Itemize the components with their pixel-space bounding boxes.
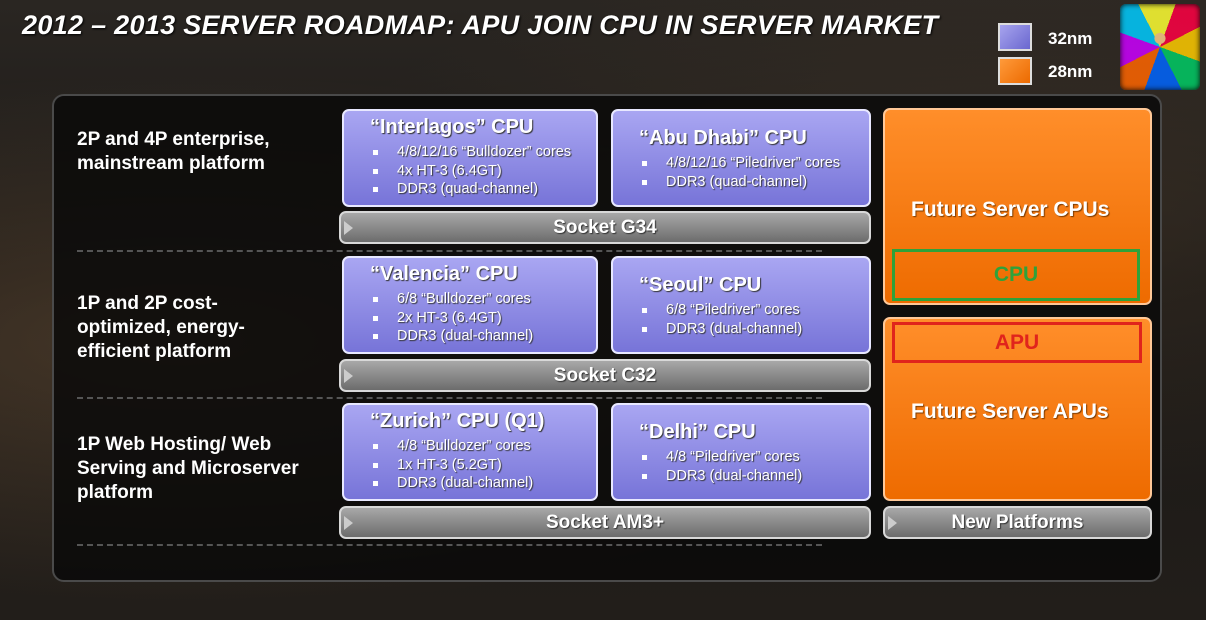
socket-label: Socket G34 bbox=[553, 217, 657, 238]
logo-icon bbox=[1120, 4, 1200, 90]
cpu-box-interlagos: “Interlagos” CPU 4/8/12/16 “Bulldozer” c… bbox=[342, 109, 598, 207]
cpu-spec-list: 4/8/12/16 “Piledriver” cores DDR3 (quad-… bbox=[641, 154, 857, 191]
future-server-cpus-label: Future Server CPUs bbox=[911, 198, 1110, 221]
row-label-line: mainstream platform bbox=[77, 153, 265, 174]
cpu-box-delhi: “Delhi” CPU 4/8 “Piledriver” cores DDR3 … bbox=[611, 403, 871, 501]
future-server-cpus-box bbox=[883, 108, 1152, 305]
legend-swatch-28nm bbox=[998, 57, 1032, 85]
future-server-apus-label: Future Server APUs bbox=[911, 400, 1109, 423]
row-label-line: Serving and Microserver bbox=[77, 458, 299, 479]
cpu-spec-list: 6/8 “Piledriver” cores DDR3 (dual-channe… bbox=[641, 301, 857, 338]
cpu-spec: 2x HT-3 (6.4GT) bbox=[372, 309, 584, 328]
cpu-highlight: CPU bbox=[892, 249, 1140, 301]
row-divider bbox=[77, 544, 822, 546]
arrow-right-icon bbox=[344, 516, 353, 530]
row-label-line: 1P and 2P cost- bbox=[77, 293, 218, 314]
socket-label: Socket C32 bbox=[553, 365, 657, 386]
row-label-line: efficient platform bbox=[77, 341, 232, 362]
socket-g34: Socket G34 bbox=[339, 211, 871, 244]
cpu-spec: 4/8/12/16 “Bulldozer” cores bbox=[372, 143, 584, 162]
arrow-right-icon bbox=[344, 221, 353, 235]
row-divider bbox=[77, 397, 822, 399]
future-server-apus-box bbox=[883, 317, 1152, 501]
slide-title: 2012 – 2013 SERVER ROADMAP: APU JOIN CPU… bbox=[22, 10, 939, 40]
cpu-box-zurich: “Zurich” CPU (Q1) 4/8 “Bulldozer” cores … bbox=[342, 403, 598, 501]
row-label-line: platform bbox=[77, 482, 153, 503]
row-label-cost-optimized: 1P and 2P cost- optimized, energy- effic… bbox=[77, 292, 337, 364]
cpu-name: “Abu Dhabi” CPU bbox=[639, 127, 807, 149]
cpu-spec: DDR3 (dual-channel) bbox=[372, 474, 584, 493]
legend-swatch-32nm bbox=[998, 23, 1032, 51]
cpu-box-abu-dhabi: “Abu Dhabi” CPU 4/8/12/16 “Piledriver” c… bbox=[611, 109, 871, 207]
cpu-spec: 4/8/12/16 “Piledriver” cores bbox=[641, 154, 857, 173]
socket-c32: Socket C32 bbox=[339, 359, 871, 392]
legend-label-32nm: 32nm bbox=[1048, 29, 1093, 48]
cpu-name: “Zurich” CPU (Q1) bbox=[370, 410, 545, 432]
new-platforms-label: New Platforms bbox=[951, 512, 1084, 533]
new-platforms-bar: New Platforms bbox=[883, 506, 1152, 539]
cpu-highlight-label: CPU bbox=[993, 263, 1039, 286]
cpu-spec: 6/8 “Piledriver” cores bbox=[641, 301, 857, 320]
cpu-spec: DDR3 (quad-channel) bbox=[641, 173, 857, 192]
cpu-spec: DDR3 (dual-channel) bbox=[641, 320, 857, 339]
apu-highlight: APU bbox=[892, 322, 1142, 363]
arrow-right-icon bbox=[344, 369, 353, 383]
row-label-web-hosting: 1P Web Hosting/ Web Serving and Microser… bbox=[77, 433, 337, 505]
cpu-box-valencia: “Valencia” CPU 6/8 “Bulldozer” cores 2x … bbox=[342, 256, 598, 354]
row-label-enterprise: 2P and 4P enterprise, mainstream platfor… bbox=[77, 128, 337, 176]
arrow-right-icon bbox=[888, 516, 897, 530]
cpu-spec-list: 4/8/12/16 “Bulldozer” cores 4x HT-3 (6.4… bbox=[372, 143, 584, 199]
cpu-spec-list: 4/8 “Bulldozer” cores 1x HT-3 (5.2GT) DD… bbox=[372, 437, 584, 493]
cpu-spec-list: 4/8 “Piledriver” cores DDR3 (dual-channe… bbox=[641, 448, 857, 485]
socket-label: Socket AM3+ bbox=[545, 512, 665, 533]
cpu-spec: 4x HT-3 (6.4GT) bbox=[372, 162, 584, 181]
socket-am3-plus: Socket AM3+ bbox=[339, 506, 871, 539]
cpu-spec: 1x HT-3 (5.2GT) bbox=[372, 456, 584, 475]
cpu-name: “Valencia” CPU bbox=[370, 263, 518, 285]
cpu-spec: 4/8 “Bulldozer” cores bbox=[372, 437, 584, 456]
cpu-spec: 6/8 “Bulldozer” cores bbox=[372, 290, 584, 309]
cpu-spec: 4/8 “Piledriver” cores bbox=[641, 448, 857, 467]
cpu-box-seoul: “Seoul” CPU 6/8 “Piledriver” cores DDR3 … bbox=[611, 256, 871, 354]
legend-label-28nm: 28nm bbox=[1048, 62, 1093, 81]
row-label-line: optimized, energy- bbox=[77, 317, 245, 338]
cpu-name: “Interlagos” CPU bbox=[370, 116, 534, 138]
cpu-spec-list: 6/8 “Bulldozer” cores 2x HT-3 (6.4GT) DD… bbox=[372, 290, 584, 346]
cpu-spec: DDR3 (dual-channel) bbox=[372, 327, 584, 346]
row-divider bbox=[77, 250, 822, 252]
cpu-name: “Delhi” CPU bbox=[639, 421, 756, 443]
cpu-spec: DDR3 (dual-channel) bbox=[641, 467, 857, 486]
row-label-line: 1P Web Hosting/ Web bbox=[77, 434, 272, 455]
cpu-name: “Seoul” CPU bbox=[639, 274, 762, 296]
row-label-line: 2P and 4P enterprise, bbox=[77, 129, 270, 150]
apu-highlight-label: APU bbox=[994, 331, 1040, 354]
cpu-spec: DDR3 (quad-channel) bbox=[372, 180, 584, 199]
